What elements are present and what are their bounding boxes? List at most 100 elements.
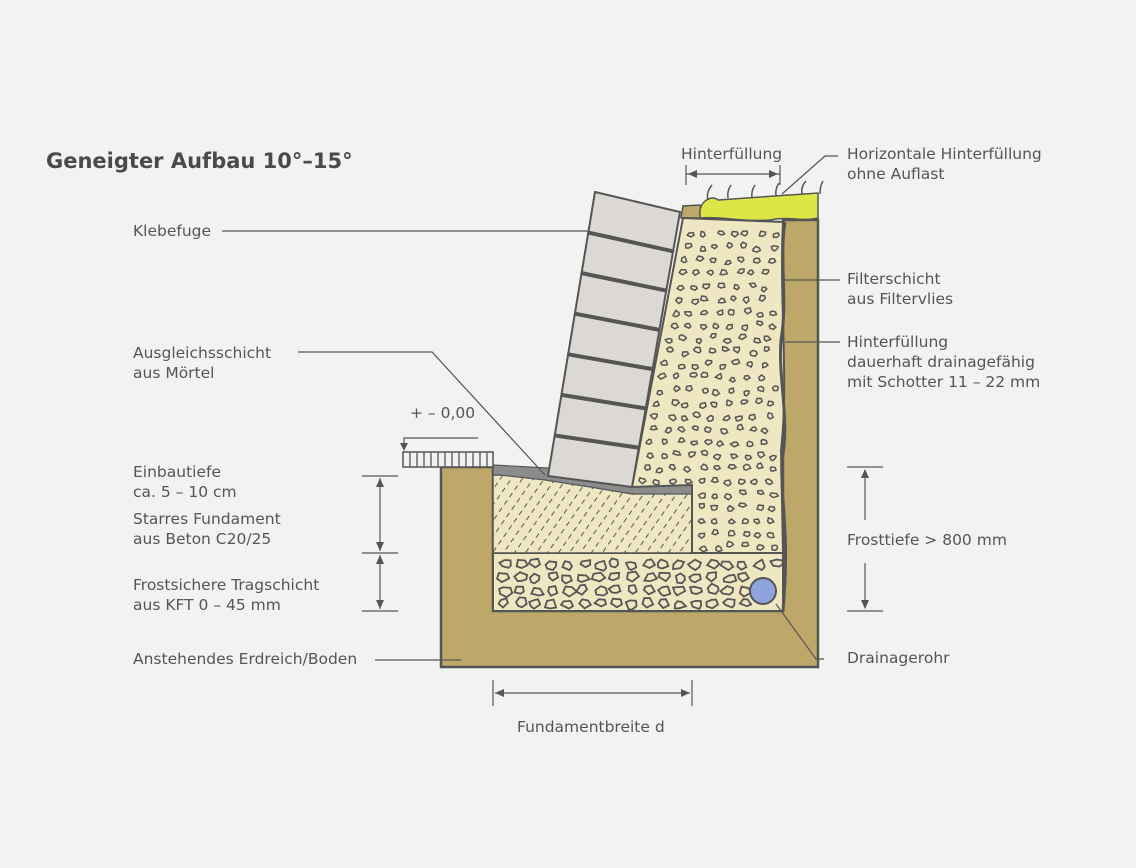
stone: [657, 571, 671, 583]
stone: [668, 414, 678, 422]
stone: [677, 437, 686, 443]
stone: [757, 374, 766, 382]
stone: [641, 558, 657, 570]
stone: [755, 320, 764, 327]
stone: [547, 571, 560, 582]
label-frost: Frosttiefe > 800 mm: [847, 531, 1007, 549]
stone: [766, 531, 775, 539]
stone: [641, 597, 655, 609]
stone: [728, 376, 736, 383]
stone: [697, 532, 706, 540]
stone: [642, 572, 659, 583]
stone: [760, 286, 768, 293]
stone: [703, 426, 712, 434]
stone: [698, 502, 706, 510]
stone: [764, 478, 774, 486]
stone: [743, 307, 753, 315]
stone: [689, 371, 699, 378]
stone: [706, 582, 720, 596]
stone: [721, 345, 731, 353]
label-breite: Fundamentbreite d: [517, 718, 665, 736]
grass-tufts: [706, 180, 824, 201]
stone: [705, 598, 720, 610]
stone: [721, 597, 736, 609]
stone: [515, 596, 528, 609]
stone: [692, 411, 702, 419]
stone: [708, 347, 717, 354]
stone: [753, 518, 761, 525]
stone: [561, 574, 573, 585]
stone: [725, 323, 733, 331]
stone: [758, 230, 767, 238]
stone: [652, 478, 660, 486]
stone: [638, 477, 647, 485]
paving: [402, 451, 494, 468]
stone: [769, 558, 784, 568]
stone: [766, 412, 775, 420]
stone: [688, 573, 702, 584]
stone: [513, 585, 525, 595]
stone: [689, 284, 699, 292]
stone: [649, 425, 659, 431]
stone: [515, 558, 529, 569]
stone: [738, 489, 748, 496]
stone: [727, 518, 737, 525]
diagram-title: Geneigter Aufbau 10°–15°: [46, 149, 353, 173]
stone: [657, 598, 670, 610]
stone: [717, 282, 726, 289]
stone: [722, 337, 733, 345]
stone: [742, 463, 752, 471]
stone: [561, 560, 574, 572]
stone: [513, 571, 529, 583]
stone: [578, 598, 593, 610]
adhesive-joint: [567, 352, 653, 372]
stone: [738, 598, 753, 608]
stone: [594, 559, 608, 572]
stone: [664, 337, 673, 345]
stone: [741, 517, 750, 525]
stone: [543, 598, 558, 610]
label-hinter-2: dauerhaft drainagefähig: [847, 353, 1035, 371]
stone: [676, 426, 686, 434]
stone: [752, 558, 766, 572]
stone: [698, 545, 709, 553]
stone: [672, 309, 681, 318]
stone: [695, 337, 703, 345]
stone: [753, 257, 761, 264]
label-einbau-2: ca. 5 – 10 cm: [133, 483, 237, 501]
stone: [497, 597, 509, 609]
stone: [686, 232, 695, 238]
stone: [689, 599, 703, 611]
stone: [742, 296, 750, 305]
stone: [716, 309, 724, 316]
stone: [661, 438, 669, 446]
stone: [646, 452, 655, 460]
stone: [561, 585, 579, 598]
stone: [683, 322, 692, 329]
horizontal-backfill: [699, 192, 819, 222]
label-drain: Drainagerohr: [847, 649, 950, 667]
stone: [728, 387, 735, 395]
label-hinter-3: mit Schotter 11 – 22 mm: [847, 373, 1040, 391]
stone: [705, 558, 721, 570]
stone: [678, 333, 688, 342]
stone: [590, 571, 607, 583]
stone: [716, 230, 726, 236]
stone: [729, 295, 737, 302]
stone: [742, 530, 751, 538]
stone: [607, 584, 622, 594]
stone: [739, 230, 749, 237]
adhesive-joint: [561, 392, 647, 411]
stone: [498, 586, 514, 599]
stone: [643, 464, 652, 471]
stone: [756, 543, 765, 551]
stone: [755, 462, 764, 470]
stone: [682, 466, 692, 474]
stone: [748, 413, 757, 421]
stone: [767, 257, 777, 264]
stone: [711, 528, 720, 536]
stone: [709, 401, 718, 408]
stone: [697, 492, 706, 499]
label-fundament-2: aus Beton C20/25: [133, 530, 271, 548]
stone: [756, 385, 765, 393]
